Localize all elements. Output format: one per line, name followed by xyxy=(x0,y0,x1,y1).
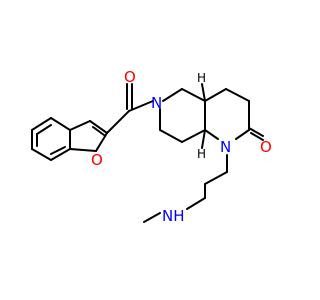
stereo-h-top-label: H xyxy=(197,71,206,85)
lactam-nitrogen-label: N xyxy=(220,138,231,156)
carbonyl-group xyxy=(106,83,154,134)
molecule-structure: O O N N O NH H H xyxy=(31,68,272,225)
piperidine-ring xyxy=(159,88,206,143)
amide-nitrogen-label: N xyxy=(151,94,162,112)
furan-ring xyxy=(69,120,108,152)
furan-oxygen-label: O xyxy=(91,151,103,169)
amine-nh-label: NH xyxy=(162,207,185,225)
lactam-oxygen-label: O xyxy=(260,138,272,156)
stereo-h-bottom-label: H xyxy=(197,147,206,161)
carbonyl-oxygen-label: O xyxy=(124,68,136,86)
stereo-bonds xyxy=(201,83,206,149)
benzene-ring xyxy=(31,117,71,161)
aminoethyl-chain xyxy=(143,154,228,223)
atom-labels: O O N N O NH H H xyxy=(91,68,272,225)
lactam-ring xyxy=(204,88,264,141)
